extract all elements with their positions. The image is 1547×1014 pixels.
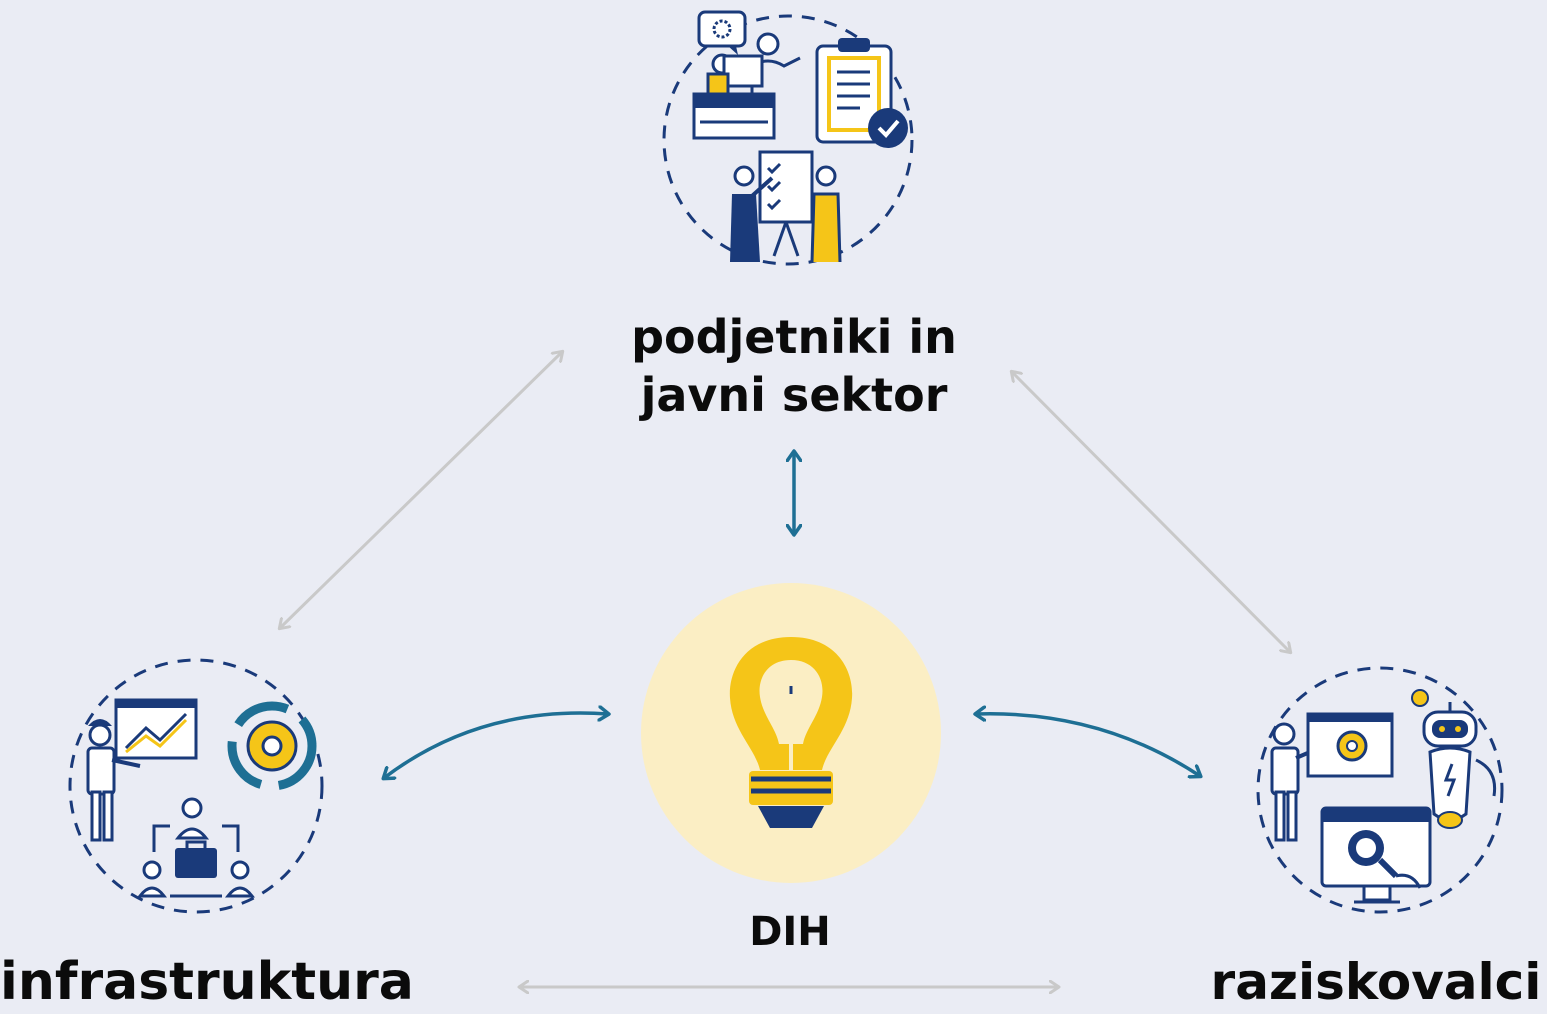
top-label-line2: javni sektor xyxy=(640,368,948,422)
arrow-right-dih xyxy=(976,714,1200,776)
teal-connectors xyxy=(384,452,1200,778)
gray-connectors xyxy=(280,352,1290,987)
node-label-infrastructure: infrastruktura xyxy=(0,952,414,1012)
node-label-researchers: raziskovalci xyxy=(1210,953,1542,1011)
dih-bulb-icon xyxy=(641,583,941,883)
arrow-top-right xyxy=(1012,372,1290,652)
arrow-top-left xyxy=(280,352,562,628)
infrastructure-team-icon xyxy=(68,658,324,914)
node-label-entrepreneurs-public-sector: podjetniki in javni sektor xyxy=(594,308,994,424)
business-meeting-icon xyxy=(662,10,914,266)
top-label-line1: podjetniki in xyxy=(631,310,957,364)
arrow-left-dih xyxy=(384,713,608,778)
node-label-dih: DIH xyxy=(749,909,831,955)
research-robot-icon xyxy=(1256,666,1504,914)
